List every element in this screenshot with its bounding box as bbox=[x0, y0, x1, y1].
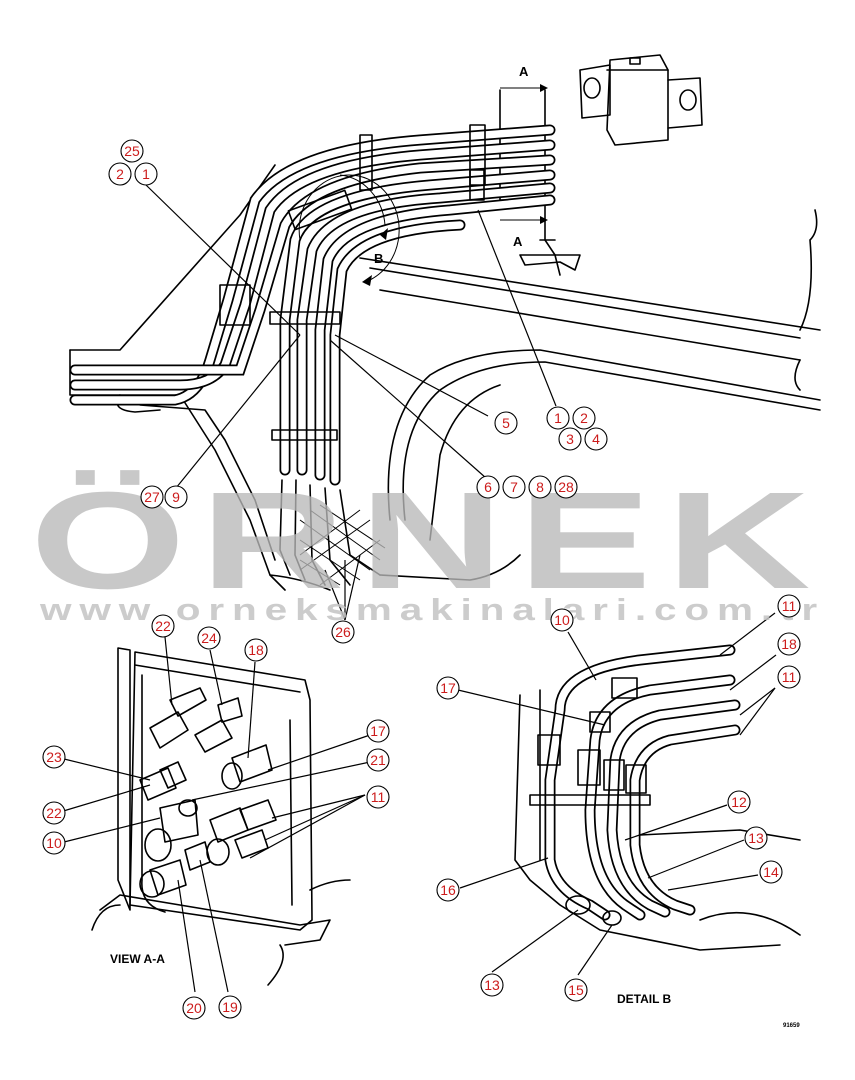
callout-10: 10 bbox=[42, 831, 66, 855]
callout-10: 10 bbox=[550, 608, 574, 632]
svg-text:13: 13 bbox=[484, 977, 500, 993]
svg-text:2: 2 bbox=[580, 410, 588, 426]
view-a-a: VIEW A-A bbox=[91, 647, 351, 986]
callout-27: 27 bbox=[140, 485, 164, 509]
callout-14: 14 bbox=[759, 860, 783, 884]
svg-text:11: 11 bbox=[782, 598, 797, 614]
svg-text:22: 22 bbox=[155, 618, 171, 634]
callout-16: 16 bbox=[436, 878, 460, 902]
svg-text:22: 22 bbox=[46, 805, 62, 821]
callout-22: 22 bbox=[42, 801, 66, 825]
callout-23: 23 bbox=[42, 745, 66, 769]
callout-5: 5 bbox=[494, 411, 518, 435]
svg-text:8: 8 bbox=[536, 479, 544, 495]
callout-6: 6 bbox=[476, 475, 500, 499]
callout-3: 3 bbox=[558, 427, 582, 451]
svg-text:21: 21 bbox=[370, 752, 386, 768]
svg-text:7: 7 bbox=[510, 479, 518, 495]
callout-21: 21 bbox=[366, 748, 390, 772]
svg-text:6: 6 bbox=[484, 479, 492, 495]
svg-text:9: 9 bbox=[172, 489, 180, 505]
svg-text:1: 1 bbox=[142, 166, 150, 182]
main-assembly-view: A A bbox=[69, 54, 821, 591]
valve-block bbox=[579, 54, 703, 146]
svg-text:20: 20 bbox=[186, 1000, 202, 1016]
svg-text:5: 5 bbox=[502, 415, 510, 431]
callout-15: 15 bbox=[564, 978, 588, 1002]
svg-text:10: 10 bbox=[46, 835, 62, 851]
drawing-number: 91659 bbox=[783, 1023, 800, 1029]
view-a-a-title: VIEW A-A bbox=[110, 952, 165, 966]
leader-lines bbox=[59, 184, 777, 993]
svg-text:19: 19 bbox=[222, 999, 238, 1015]
detail-b-title: DETAIL B bbox=[617, 992, 672, 1006]
callout-25: 25 bbox=[120, 139, 144, 163]
callout-1: 1 bbox=[134, 162, 158, 186]
svg-text:27: 27 bbox=[144, 489, 160, 505]
svg-text:16: 16 bbox=[440, 882, 456, 898]
svg-text:3: 3 bbox=[566, 431, 574, 447]
section-arrow-top-label: A bbox=[519, 64, 529, 79]
callout-11: 11 bbox=[366, 785, 390, 809]
callout-12: 12 bbox=[727, 790, 751, 814]
callout-11: 11 bbox=[777, 665, 801, 689]
hose-bundle bbox=[69, 124, 556, 586]
svg-text:24: 24 bbox=[201, 630, 217, 646]
svg-text:17: 17 bbox=[440, 680, 456, 696]
callout-28: 28 bbox=[554, 475, 578, 499]
svg-text:10: 10 bbox=[554, 612, 570, 628]
callout-9: 9 bbox=[164, 485, 188, 509]
svg-text:12: 12 bbox=[731, 794, 747, 810]
svg-text:15: 15 bbox=[568, 982, 584, 998]
callout-17: 17 bbox=[436, 676, 460, 700]
callout-2: 2 bbox=[572, 406, 596, 430]
callout-8: 8 bbox=[528, 475, 552, 499]
callout-1: 1 bbox=[546, 406, 570, 430]
svg-text:18: 18 bbox=[781, 636, 797, 652]
svg-text:26: 26 bbox=[335, 624, 351, 640]
callout-11: 11 bbox=[777, 594, 801, 618]
callouts: 25 2 1 5 1 2 3 4 27 9 6 7 8 28 26 22 24 … bbox=[42, 139, 801, 1020]
callout-4: 4 bbox=[584, 427, 608, 451]
detail-b-marker: B bbox=[374, 251, 383, 266]
svg-text:11: 11 bbox=[371, 789, 386, 805]
callout-22: 22 bbox=[151, 614, 175, 638]
svg-text:17: 17 bbox=[370, 723, 386, 739]
callout-18: 18 bbox=[777, 632, 801, 656]
svg-text:25: 25 bbox=[124, 143, 140, 159]
svg-text:28: 28 bbox=[558, 479, 574, 495]
callout-20: 20 bbox=[182, 996, 206, 1020]
detail-b-hoses bbox=[529, 644, 741, 926]
callout-18: 18 bbox=[244, 638, 268, 662]
svg-text:1: 1 bbox=[554, 410, 562, 426]
callout-13: 13 bbox=[744, 826, 768, 850]
watermark: ÖRNEK www.orneksmakinalari.com.tr bbox=[30, 464, 819, 627]
callout-2: 2 bbox=[108, 162, 132, 186]
callout-13: 13 bbox=[480, 973, 504, 997]
svg-text:4: 4 bbox=[592, 431, 600, 447]
callout-26: 26 bbox=[331, 620, 355, 644]
svg-text:13: 13 bbox=[748, 830, 764, 846]
svg-text:23: 23 bbox=[46, 749, 62, 765]
callout-19: 19 bbox=[218, 995, 242, 1019]
svg-text:2: 2 bbox=[116, 166, 124, 182]
callout-7: 7 bbox=[502, 475, 526, 499]
callout-24: 24 bbox=[197, 626, 221, 650]
view-a-fittings bbox=[139, 687, 277, 898]
svg-text:18: 18 bbox=[248, 642, 264, 658]
svg-text:11: 11 bbox=[782, 669, 797, 685]
detail-b: DETAIL B 91659 bbox=[514, 644, 801, 1029]
section-arrow-bottom-label: A bbox=[513, 234, 523, 249]
svg-text:14: 14 bbox=[763, 864, 779, 880]
callout-17: 17 bbox=[366, 719, 390, 743]
